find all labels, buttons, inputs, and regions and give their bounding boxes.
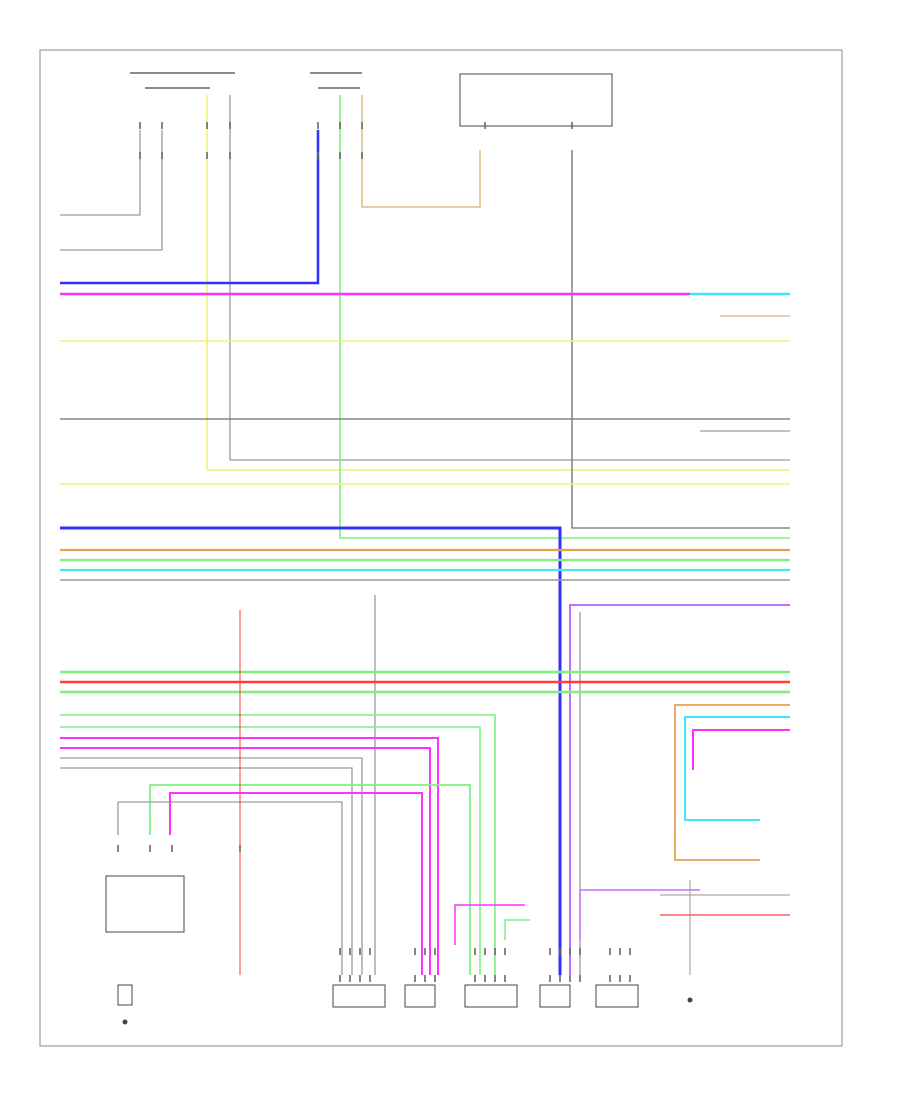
- wire-violet-22: [569, 604, 790, 975]
- wire-blue-5: [60, 130, 320, 285]
- wire-light-green-40: [504, 919, 530, 940]
- bottom-connector-3: [464, 984, 518, 1008]
- wire-blue-16: [60, 526, 562, 975]
- diagram-frame: [39, 49, 843, 1047]
- ground-symbol: [122, 1019, 128, 1025]
- wire-pink-33: [60, 747, 431, 975]
- wire-group: [60, 95, 790, 975]
- bottom-connector-2: [404, 984, 436, 1008]
- wire-light-green-36: [149, 784, 471, 975]
- wire-gray-4: [229, 95, 790, 461]
- wire-gray-1: [60, 130, 141, 216]
- pin-tick-group: [117, 122, 631, 982]
- wire-yellow-3: [206, 95, 790, 471]
- wire-orange-27: [674, 704, 790, 861]
- wire-gray-2: [60, 130, 163, 251]
- wire-gray-38: [117, 801, 343, 975]
- lower-left-ground-box: [117, 984, 133, 1006]
- wire-light-green-6: [339, 95, 790, 539]
- wire-light-green-31: [60, 726, 481, 975]
- wire-light-green-30: [60, 714, 496, 975]
- right-ground-symbol: [687, 997, 693, 1003]
- top-connector-right-module: [459, 73, 613, 127]
- wire-gray-dk-8: [571, 150, 790, 529]
- wire-tan-7: [361, 95, 481, 208]
- wire-pink-37: [169, 792, 423, 975]
- bottom-connector-4: [539, 984, 571, 1008]
- wire-gray-35: [60, 767, 353, 975]
- wire-gray-34: [60, 757, 363, 975]
- bottom-connector-5: [595, 984, 639, 1008]
- wire-pink-32: [60, 737, 439, 975]
- wire-pink-29: [692, 729, 790, 770]
- wire-violet-42: [579, 889, 700, 940]
- wire-pink-41: [454, 904, 525, 945]
- bottom-connector-1: [332, 984, 386, 1008]
- wire-cyan-28: [684, 716, 790, 821]
- lower-left-switch-box: [105, 875, 185, 933]
